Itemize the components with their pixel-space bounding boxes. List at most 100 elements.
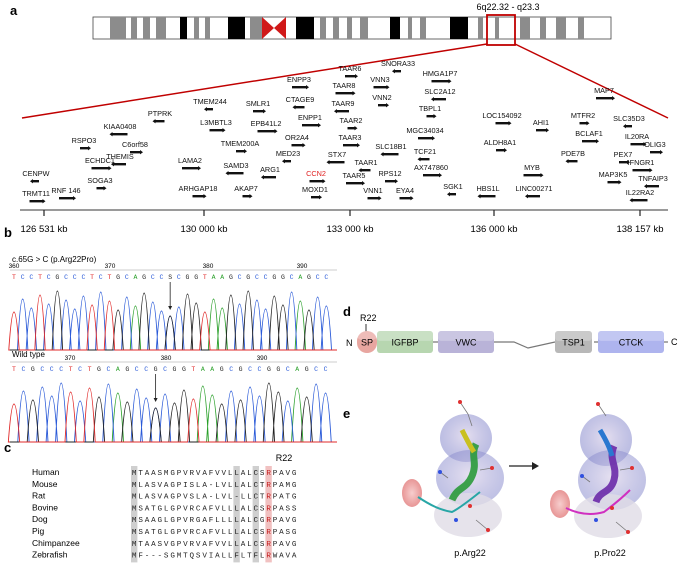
- base-call: C: [229, 366, 233, 373]
- gene-lama2: LAMA2: [178, 156, 202, 171]
- gene-arrow: [337, 110, 349, 113]
- gene-label: BCLAF1: [575, 129, 603, 138]
- gene-label: LINC00271: [516, 184, 553, 193]
- gene-arrow: [329, 161, 345, 164]
- gene-arrow: [423, 174, 439, 177]
- base-call: G: [116, 274, 120, 281]
- gene-label: ARHGAP18: [179, 184, 218, 193]
- alignment-residue: R: [190, 470, 195, 478]
- position-tick: 380: [161, 355, 172, 362]
- base-call: T: [38, 274, 42, 281]
- alignment-r22-marker: R22: [276, 453, 293, 463]
- alignment-residue: T: [183, 553, 188, 561]
- alignment-residue: L: [234, 517, 239, 525]
- gene-themis: THEMIS: [106, 152, 134, 167]
- alignment-species: Pig: [32, 526, 45, 536]
- alignment-species: Mouse: [32, 479, 58, 489]
- base-call: G: [182, 366, 186, 373]
- alignment-residue: A: [279, 541, 284, 549]
- gene-label: CTAGE9: [286, 95, 315, 104]
- alignment-residue: -: [158, 553, 163, 561]
- base-call: G: [220, 366, 224, 373]
- alignment-residue: G: [292, 541, 297, 549]
- domain-label: TSP1: [562, 338, 585, 348]
- base-call: C: [78, 366, 82, 373]
- alignment-residue: L: [164, 529, 169, 537]
- base-call: G: [305, 366, 309, 373]
- base-call: T: [69, 366, 73, 373]
- alignment-residue: M: [164, 470, 169, 478]
- gene-trmt11: TRMT11: [22, 189, 50, 204]
- gene-ifngr1: IFNGR1: [628, 158, 654, 173]
- gene-label: SNORA33: [381, 59, 415, 68]
- gene-label: TCF21: [414, 147, 436, 156]
- chromosome-ideogram: [92, 16, 612, 40]
- alignment-residue: -: [145, 553, 150, 561]
- base-call: G: [276, 366, 280, 373]
- alignment-residue: G: [170, 541, 175, 549]
- alignment-residue: L: [234, 505, 239, 513]
- alignment-residue: V: [183, 541, 188, 549]
- alignment-residue: S: [151, 482, 156, 490]
- domain-sp: SP: [357, 331, 377, 353]
- alignment-residue: L: [138, 494, 143, 502]
- gene-label: ECHDC1: [85, 156, 115, 165]
- gene-arrow: [242, 195, 250, 198]
- gene-akap7: AKAP7: [234, 184, 258, 199]
- alignment-residue: S: [138, 529, 143, 537]
- gene-label: IL20RA: [625, 132, 649, 141]
- alignment-residue: G: [292, 529, 297, 537]
- domain-label: VWC: [456, 338, 477, 348]
- zoom-line-right: [514, 43, 669, 119]
- base-call: A: [295, 366, 299, 373]
- base-call: G: [55, 274, 59, 281]
- gene-tbpl1: TBPL1: [419, 104, 441, 119]
- structure-arg22: [402, 400, 504, 537]
- alignment-residue: C: [254, 529, 259, 537]
- alignment-residue: A: [241, 541, 246, 549]
- gene-label: IL22RA2: [626, 188, 654, 197]
- alignment-residue: C: [196, 505, 201, 513]
- alignment-residue: A: [202, 470, 207, 478]
- gene-taar2: TAAR2: [340, 116, 362, 131]
- alignment-residue: -: [209, 494, 214, 502]
- gene-arrow: [345, 75, 355, 78]
- gene-enpp3: ENPP3: [287, 75, 311, 90]
- gene-smlr1: SMLR1: [246, 99, 270, 114]
- gene-slc2a12: SLC2A12: [424, 87, 456, 102]
- gene-hmga1p7: HMGA1P7: [423, 69, 457, 84]
- gene-label: LOC154092: [482, 111, 521, 120]
- alignment-residue: V: [286, 470, 291, 478]
- gene-eya4: EYA4: [396, 186, 414, 201]
- alignment-residue: L: [234, 470, 239, 478]
- gene-arrow: [209, 129, 223, 132]
- alignment-residue: Q: [190, 553, 195, 561]
- alignment-residue: L: [228, 505, 233, 513]
- alignment-residue: R: [266, 529, 271, 537]
- gene-olig3: OLIG3: [644, 140, 666, 155]
- alignment-residue: G: [292, 482, 297, 490]
- gene-arrow: [33, 180, 39, 183]
- gene-label: TAAR3: [339, 133, 362, 142]
- gene-label: SLC35D3: [613, 114, 645, 123]
- alignment-residue: T: [138, 470, 143, 478]
- gene-vnn2: VNN2: [372, 93, 392, 108]
- gene-taar1: TAAR1: [355, 158, 377, 173]
- alignment-residue: P: [177, 505, 182, 513]
- alignment-residue: S: [151, 494, 156, 502]
- alignment-residue: M: [132, 505, 137, 513]
- gene-myb: MYB: [523, 163, 544, 178]
- alignment-residue: V: [222, 482, 227, 490]
- gene-tmem244: TMEM244: [193, 97, 227, 112]
- alignment-residue: F: [254, 553, 259, 561]
- base-call: T: [88, 366, 92, 373]
- mutant-title: c.65G > C (p.Arg22Pro): [12, 255, 97, 264]
- gene-rnf-146: RNF 146: [51, 186, 81, 201]
- gene-label: SLC18B1: [375, 142, 406, 151]
- base-call: C: [290, 274, 294, 281]
- alignment-residue: P: [273, 482, 278, 490]
- gene-snora33: SNORA33: [381, 59, 415, 74]
- gene-ptprk: PTPRK: [148, 109, 172, 124]
- alignment-residue: G: [158, 517, 163, 525]
